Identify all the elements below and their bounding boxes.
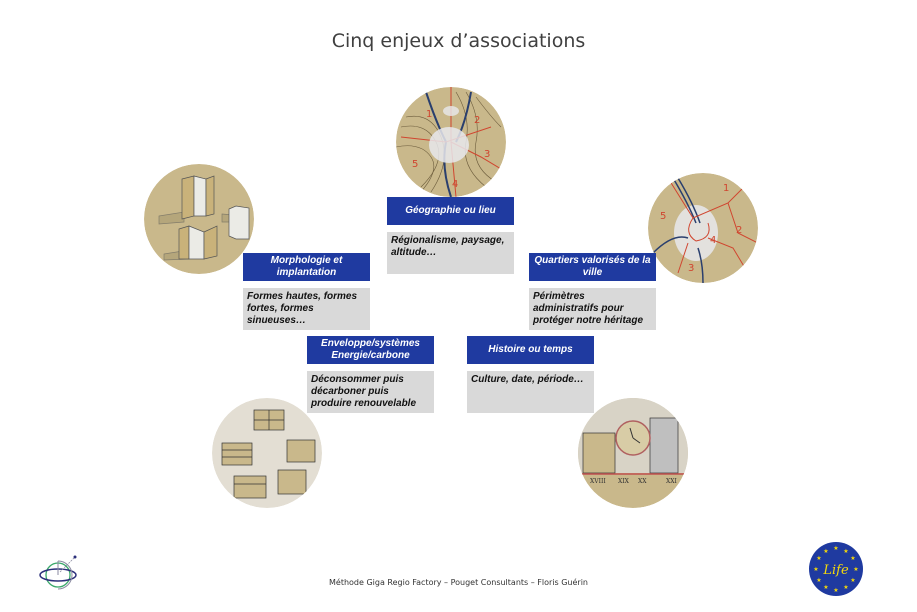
gyroscope-logo-icon: [38, 552, 80, 594]
svg-text:★: ★: [823, 548, 828, 555]
svg-text:5: 5: [412, 159, 418, 170]
geographie-description: Régionalisme, paysage, altitude…: [387, 232, 514, 274]
svg-text:★: ★: [823, 584, 828, 591]
histoire-illustration: XVIII XIX XX XXI: [578, 398, 688, 508]
svg-text:4: 4: [710, 235, 716, 246]
svg-text:★: ★: [813, 566, 818, 573]
morphologie-description: Formes hautes, formes fortes, formes sin…: [243, 288, 370, 330]
morphologie-heading: Morphologie et implantation: [243, 253, 370, 281]
svg-text:★: ★: [816, 555, 821, 562]
timeline-label: XXI: [666, 478, 678, 485]
svg-text:★: ★: [816, 577, 821, 584]
enveloppe-description: Déconsommer puis décarboner puis produir…: [307, 371, 434, 413]
svg-text:★: ★: [843, 584, 848, 591]
svg-text:★: ★: [850, 577, 855, 584]
timeline-label: XX: [638, 478, 647, 485]
svg-text:1: 1: [426, 109, 432, 120]
svg-text:2: 2: [736, 225, 742, 236]
quartiers-description: Périmètres administratifs pour protéger …: [529, 288, 656, 330]
svg-text:2: 2: [474, 115, 480, 126]
geographie-heading: Géographie ou lieu: [387, 197, 514, 225]
svg-text:★: ★: [843, 548, 848, 555]
morphologie-illustration: [144, 164, 254, 274]
footer-credits: Méthode Giga Regio Factory – Pouget Cons…: [329, 578, 588, 587]
svg-text:5: 5: [660, 211, 666, 222]
quartiers-heading: Quartiers valorisés de la ville: [529, 253, 656, 281]
timeline-label: XIX: [618, 478, 630, 485]
quartiers-illustration: 1 2 3 4 5: [648, 173, 758, 283]
svg-text:3: 3: [688, 263, 694, 274]
life-logo-text: Life: [822, 563, 849, 578]
svg-text:★: ★: [853, 566, 858, 573]
histoire-description: Culture, date, période…: [467, 371, 594, 413]
page-title: Cinq enjeux d’associations: [331, 30, 586, 52]
timeline-label: XVIII: [590, 478, 606, 485]
eu-life-logo-icon: ★★★★ ★★★★ ★★★★ Life: [808, 541, 864, 597]
svg-text:★: ★: [833, 587, 838, 594]
svg-text:3: 3: [484, 149, 490, 160]
enveloppe-heading: Enveloppe/systèmes Energie/carbone: [307, 336, 434, 364]
svg-text:1: 1: [723, 183, 729, 194]
geographie-illustration: 1 2 3 4 5: [396, 87, 506, 197]
svg-text:★: ★: [850, 555, 855, 562]
histoire-heading: Histoire ou temps: [467, 336, 594, 364]
enveloppe-illustration: [212, 398, 322, 508]
svg-text:★: ★: [833, 545, 838, 552]
svg-text:4: 4: [452, 179, 458, 190]
